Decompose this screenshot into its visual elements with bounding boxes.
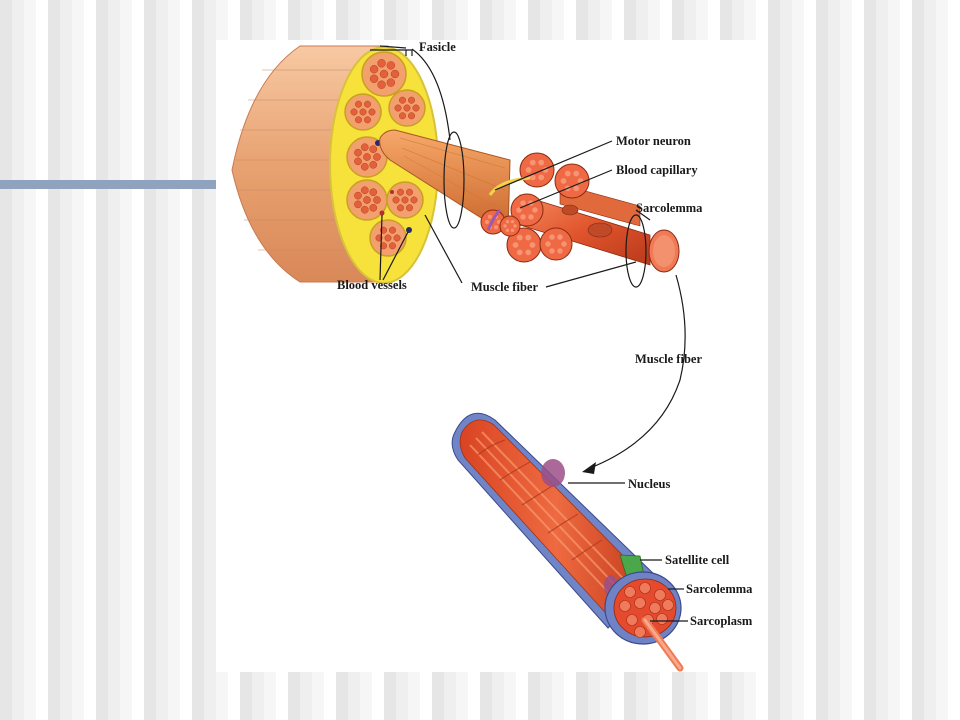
muscle-anatomy-figure: Fasicle Motor neuron Blood capillary Sar… (216, 40, 761, 672)
leader-lines (370, 45, 688, 622)
label-sarcolemma-top: Sarcolemma (636, 201, 703, 215)
fiber-end-circles (480, 152, 590, 263)
label-nucleus: Nucleus (628, 477, 671, 491)
fascicle-cross-sections (344, 51, 426, 257)
label-sarcolemma-bottom: Sarcolemma (686, 582, 753, 596)
fascicle-ring (443, 131, 465, 229)
single-muscle-fiber (451, 412, 684, 672)
label-blood-vessels: Blood vessels (337, 278, 407, 292)
muscle-diagram-svg: Fasicle Motor neuron Blood capillary Sar… (231, 40, 753, 672)
label-muscle-fiber-mid: Muscle fiber (635, 352, 702, 366)
label-muscle-fiber-top: Muscle fiber (471, 280, 538, 294)
nucleus-shape (541, 459, 565, 487)
fascicle-cone (379, 129, 511, 236)
sarcolemma-ring (625, 214, 647, 288)
slide-accent-bar (0, 180, 216, 189)
label-fasicle: Fasicle (419, 40, 456, 54)
label-motor-neuron: Motor neuron (616, 134, 691, 148)
label-sarcoplasm: Sarcoplasm (690, 614, 753, 628)
connector-arrow (589, 274, 686, 469)
label-blood-capillary: Blood capillary (616, 163, 698, 177)
label-satellite-cell: Satellite cell (665, 553, 730, 567)
